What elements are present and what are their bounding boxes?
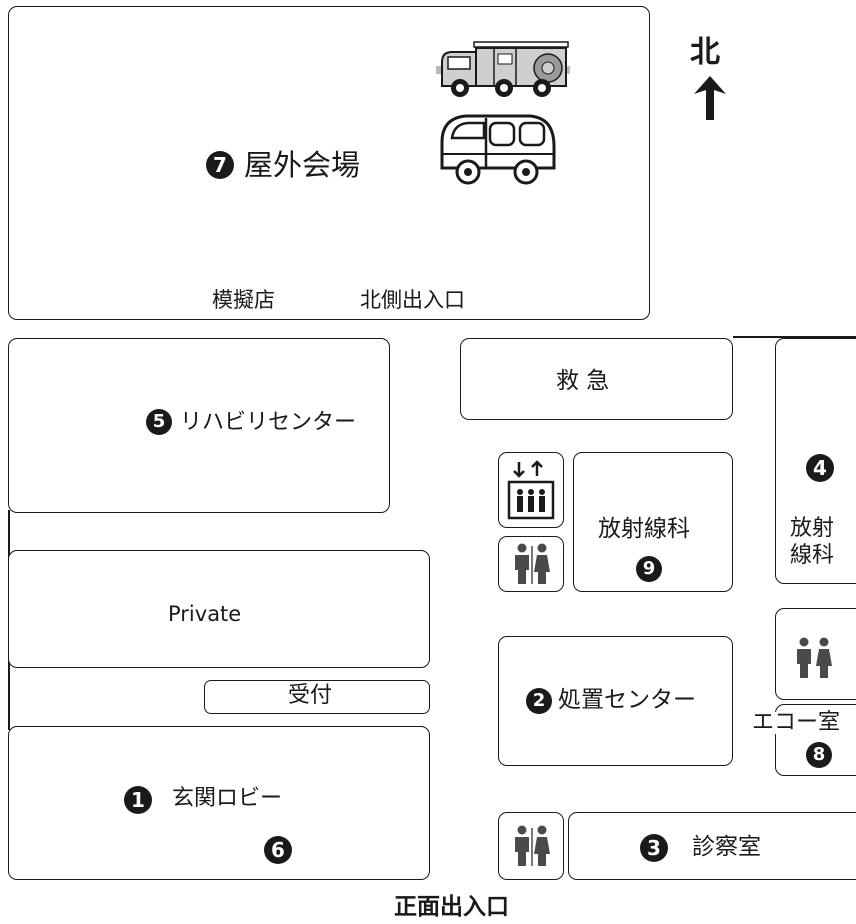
emergency-label: 救 急: [556, 368, 610, 394]
exam-room: [568, 812, 856, 880]
echo-room-number: 8: [806, 742, 832, 768]
treatment-center-label: 処置センター: [558, 687, 696, 713]
private-room-label: Private: [168, 602, 242, 626]
radiology-room-9: [573, 452, 733, 592]
entrance-lobby-number: 1: [124, 786, 152, 814]
restroom-2: [775, 608, 856, 700]
mock-shop-label: 模擬店: [212, 288, 275, 312]
radiology-9-label: 放射線科: [598, 516, 690, 542]
top-right-wall: [733, 336, 856, 338]
emergency-room: [460, 338, 733, 420]
radiology-4-label-line1: 放射: [790, 516, 835, 541]
fire-truck-icon: [436, 41, 570, 97]
bus-icon: [440, 114, 556, 185]
rehab-center-number: 5: [146, 409, 172, 435]
radiology-4-number: 4: [806, 454, 834, 482]
restroom-icon: [515, 543, 550, 584]
rehab-center-label: リハビリセンター: [180, 410, 357, 435]
restroom-icon: [515, 825, 550, 866]
reception-desk: [204, 680, 430, 714]
main-entrance-label: 正面出入口: [394, 894, 509, 920]
outdoor-venue-number: 7: [206, 151, 234, 179]
entrance-lobby-label: 玄関ロビー: [172, 786, 283, 811]
rehab-center-room: [8, 338, 390, 513]
elevator-icon: [507, 460, 555, 520]
exam-room-label: 診察室: [692, 834, 761, 860]
north-arrow-icon: [694, 76, 726, 120]
echo-room-label: エコー室: [750, 710, 843, 735]
treatment-center-number: 2: [526, 688, 552, 714]
radiology-4-label-line2: 線科: [790, 543, 835, 568]
reception-label: 受付: [288, 683, 333, 708]
north-label: 北: [690, 35, 720, 70]
restroom-1: [498, 536, 564, 592]
exam-room-number: 3: [640, 834, 668, 862]
outdoor-venue-label: 屋外会場: [244, 148, 361, 182]
restroom-3: [498, 812, 564, 880]
north-entrance-label: 北側出入口: [360, 288, 465, 312]
restroom-icon: [797, 637, 832, 678]
radiology-9-number: 9: [636, 556, 662, 582]
entrance-lobby-room: [8, 726, 430, 880]
private-room: [8, 550, 430, 668]
entrance-lobby-number-6: 6: [264, 836, 292, 864]
